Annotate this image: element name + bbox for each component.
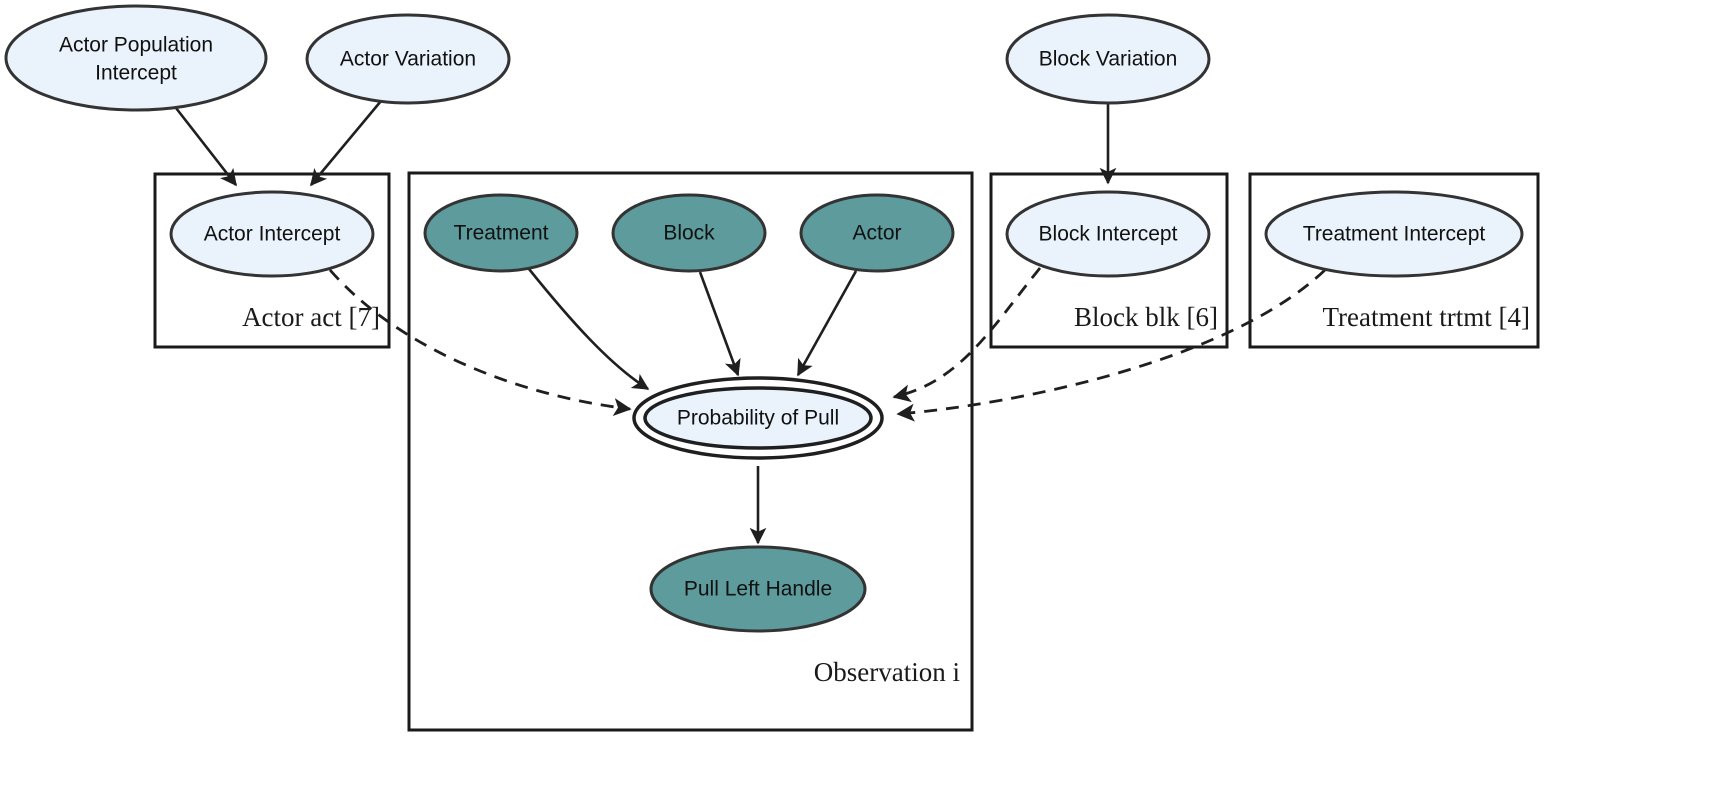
edges — [174, 100, 1326, 545]
node-treatment-label: Treatment — [454, 222, 549, 245]
edge-block-to-probability — [698, 271, 741, 377]
node-block-label: Block — [663, 222, 715, 245]
node-treatment-intercept[interactable]: Treatment Intercept — [1264, 190, 1524, 278]
node-block-variation-label: Block Variation — [1039, 48, 1178, 71]
node-actor-variation[interactable]: Actor Variation — [305, 13, 511, 105]
edge-actor-pop-intercept-to-actor-intercept — [174, 107, 238, 187]
node-treatment-intercept-shape[interactable] — [1264, 190, 1524, 278]
edge-actor-to-probability — [796, 270, 858, 377]
node-actor-intercept[interactable]: Actor Intercept — [169, 190, 375, 278]
node-treatment-intercept-label: Treatment Intercept — [1303, 223, 1486, 246]
node-pull-left-handle-shape[interactable] — [649, 545, 867, 633]
node-block-shape[interactable] — [611, 193, 767, 273]
node-probability-of-pull[interactable]: Probability of Pull — [632, 376, 884, 460]
node-actor-variation-label: Actor Variation — [340, 48, 476, 71]
node-actor-variation-shape[interactable] — [305, 13, 511, 105]
node-block-intercept-label: Block Intercept — [1039, 223, 1178, 246]
nodes: Actor Population Intercept Actor Variati… — [4, 4, 1524, 633]
node-actor-label: Actor — [852, 222, 901, 245]
node-actor-intercept-shape[interactable] — [169, 190, 375, 278]
node-probability-of-pull-inner-shape[interactable] — [643, 386, 873, 450]
plate-treatment-label: Treatment trtmt [4] — [1323, 302, 1530, 332]
plate-observation: Observation i — [407, 171, 974, 732]
node-actor-population-intercept-label-line2: Intercept — [95, 62, 177, 85]
node-block-variation[interactable]: Block Variation — [1005, 13, 1211, 105]
edge-treatment-intercept-to-probability — [896, 268, 1326, 422]
node-treatment[interactable]: Treatment — [423, 193, 579, 273]
node-actor-population-intercept[interactable]: Actor Population Intercept — [4, 4, 268, 112]
plate-treatment: Treatment trtmt [4] — [1248, 172, 1540, 349]
plate-actor-label: Actor act [7] — [242, 302, 380, 332]
plates: Actor act [7] Observation i Block blk [6… — [153, 171, 1540, 732]
plate-observation-rect — [407, 171, 974, 732]
edge-treatment-to-probability — [527, 268, 650, 391]
node-pull-left-handle-label: Pull Left Handle — [684, 578, 832, 601]
node-actor-shape[interactable] — [799, 193, 955, 273]
edge-block-intercept-to-probability — [892, 267, 1042, 403]
edge-actor-variation-to-actor-intercept — [310, 100, 382, 187]
plate-treatment-rect — [1248, 172, 1540, 349]
node-actor-population-intercept-label-line1: Actor Population — [59, 34, 213, 57]
node-block-intercept-shape[interactable] — [1005, 190, 1211, 278]
node-treatment-shape[interactable] — [423, 193, 579, 273]
plate-block: Block blk [6] — [989, 172, 1229, 349]
node-actor-intercept-label: Actor Intercept — [204, 223, 341, 246]
plate-actor: Actor act [7] — [153, 172, 391, 349]
plate-block-label: Block blk [6] — [1074, 302, 1218, 332]
node-block-intercept[interactable]: Block Intercept — [1005, 190, 1211, 278]
node-actor-population-intercept-shape[interactable] — [4, 4, 268, 112]
node-probability-of-pull-label: Probability of Pull — [677, 407, 839, 430]
node-actor[interactable]: Actor — [799, 193, 955, 273]
node-block[interactable]: Block — [611, 193, 767, 273]
plate-actor-rect — [153, 172, 391, 349]
edge-actor-intercept-to-probability — [328, 269, 632, 416]
plate-observation-label: Observation i — [814, 657, 960, 687]
node-block-variation-shape[interactable] — [1005, 13, 1211, 105]
node-pull-left-handle[interactable]: Pull Left Handle — [649, 545, 867, 633]
